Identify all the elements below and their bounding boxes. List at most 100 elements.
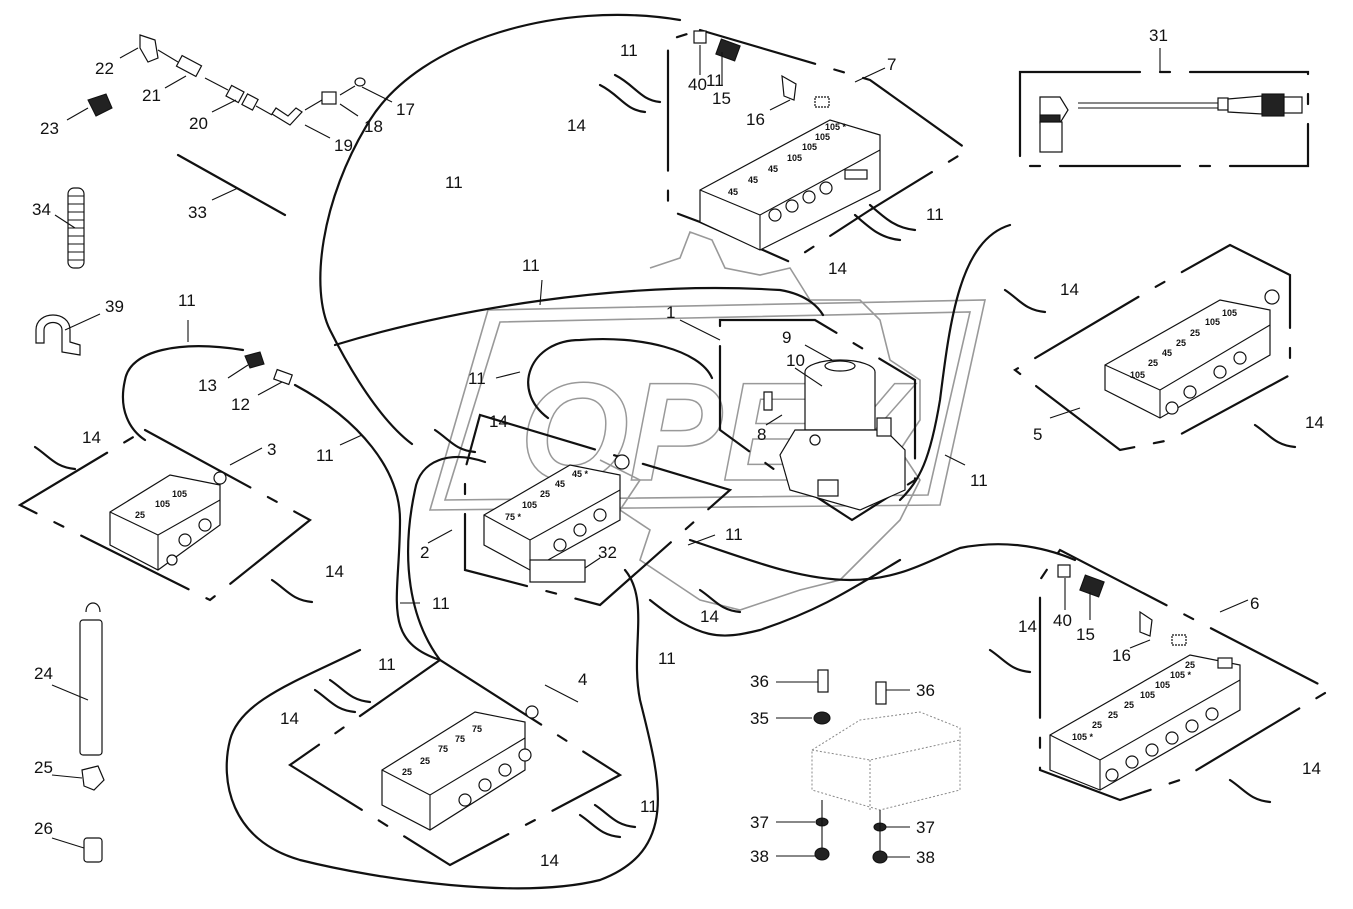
- callout-21: 21: [142, 86, 161, 105]
- callout-labels: 22 21 20 19 18 17 23 33 34 39 11 13 12 1…: [32, 26, 1324, 870]
- callout-38: 38: [750, 847, 769, 866]
- callout-9: 9: [782, 328, 791, 347]
- part-16-cap: [781, 74, 797, 101]
- part-23-plug: [87, 93, 113, 117]
- part-21-fitting: [175, 54, 203, 78]
- block-2-label: 105: [522, 500, 537, 510]
- callout-15: 15: [1076, 625, 1095, 644]
- watermark-frame: [428, 299, 986, 511]
- callout-24: 24: [34, 664, 53, 683]
- distributor-block-4: 25 25 75 75 75: [381, 705, 539, 831]
- block-5-label: 25: [1190, 328, 1200, 338]
- part-19-elbow: [271, 107, 303, 126]
- part-26-nipple: [83, 837, 103, 863]
- part-36-screw: [875, 681, 887, 705]
- block-7-label: 105: [815, 132, 830, 142]
- callout-14: 14: [1018, 617, 1037, 636]
- part-18-adapter: [321, 91, 337, 105]
- solenoid-32: [529, 559, 586, 583]
- mounting-hardware: [811, 669, 961, 864]
- callout-11: 11: [378, 655, 396, 674]
- watermark-frame-inner: [443, 311, 972, 501]
- part-36-screw: [817, 669, 829, 693]
- distributor-block-3: 25 105 105: [109, 471, 227, 571]
- cartridge-hook: [85, 602, 101, 613]
- block-7-label: 45: [768, 164, 778, 174]
- part-39-clamp: [35, 314, 81, 356]
- block-6-label: 25: [1185, 660, 1195, 670]
- block-5-label: 25: [1148, 358, 1158, 368]
- callout-36: 36: [916, 681, 935, 700]
- callout-11: 11: [970, 471, 988, 490]
- callout-35: 35: [750, 709, 769, 728]
- part-13-plug: [244, 351, 265, 369]
- callout-40: 40: [1053, 611, 1072, 630]
- break-symbols: [33, 73, 1297, 839]
- block-6-label: 105: [1155, 680, 1170, 690]
- callout-31: 31: [1149, 26, 1168, 45]
- callout-3: 3: [267, 440, 276, 459]
- fitting-icon: [1105, 657, 1233, 782]
- callout-32: 32: [598, 543, 617, 562]
- block-5-label: 105: [1130, 370, 1145, 380]
- part-38-nut: [814, 847, 830, 861]
- callout-14: 14: [82, 428, 101, 447]
- callout-17: 17: [396, 100, 415, 119]
- callout-14: 14: [828, 259, 847, 278]
- callout-11: 11: [468, 369, 486, 388]
- callout-7: 7: [887, 55, 896, 74]
- block-4-label: 75: [455, 734, 465, 744]
- part-38-nut: [872, 850, 888, 864]
- callout-11: 11: [445, 173, 463, 192]
- callout-18: 18: [364, 117, 383, 136]
- callout-11: 11: [706, 71, 724, 90]
- block-6-label: 105 *: [1170, 670, 1192, 680]
- distributor-block-6: 105 * 25 25 25 105 105 105 * 25: [1049, 654, 1241, 791]
- callout-1: 1: [666, 303, 675, 322]
- block-4-label: 25: [420, 756, 430, 766]
- grease-cartridge: [79, 602, 105, 863]
- block-7-label: 105: [802, 142, 817, 152]
- part-20-nut: [241, 93, 259, 111]
- block-5-label: 105: [1205, 317, 1220, 327]
- part-15-cap: [715, 38, 741, 62]
- callout-26: 26: [34, 819, 53, 838]
- part-33-cable-tie: [176, 153, 287, 217]
- lube-pump: [763, 359, 906, 511]
- fitting-icon: [553, 454, 630, 552]
- block-2-label: 75 *: [505, 512, 522, 522]
- block-4-label: 75: [472, 724, 482, 734]
- part-40-nipple: [1057, 564, 1071, 578]
- block-7-label: 105: [787, 153, 802, 163]
- group-6-fittings: [1057, 564, 1187, 646]
- callout-14: 14: [280, 709, 299, 728]
- fitting-icon: [166, 471, 227, 566]
- block-3-label: 25: [135, 510, 145, 520]
- callout-33: 33: [188, 203, 207, 222]
- callout-4: 4: [578, 670, 587, 689]
- part-16-cap: [1139, 610, 1153, 637]
- cable-assembly: [1039, 93, 1303, 153]
- callout-14: 14: [489, 412, 508, 431]
- block-4-label: 25: [402, 767, 412, 777]
- callout-39: 39: [105, 297, 124, 316]
- distributor-block-5: 105 25 45 25 25 105 105: [1104, 289, 1280, 419]
- block-5-label: 25: [1176, 338, 1186, 348]
- callout-36: 36: [750, 672, 769, 691]
- block-2-label: 25: [540, 489, 550, 499]
- lube-hoses: [121, 13, 1077, 890]
- distributor-block-2: 75 * 105 25 45 45 *: [483, 454, 630, 583]
- callout-23: 23: [40, 119, 59, 138]
- fitting-8: [763, 391, 773, 411]
- callout-40: 40: [688, 75, 707, 94]
- block-2-label: 45 *: [572, 469, 589, 479]
- part-40-nipple: [693, 30, 707, 44]
- callout-6: 6: [1250, 594, 1259, 613]
- callout-10: 10: [786, 351, 805, 370]
- callout-11: 11: [926, 205, 944, 224]
- callout-14: 14: [540, 851, 559, 870]
- callout-37: 37: [916, 818, 935, 837]
- callout-25: 25: [34, 758, 53, 777]
- block-7-label: 45: [728, 187, 738, 197]
- part-35-clip: [813, 711, 831, 725]
